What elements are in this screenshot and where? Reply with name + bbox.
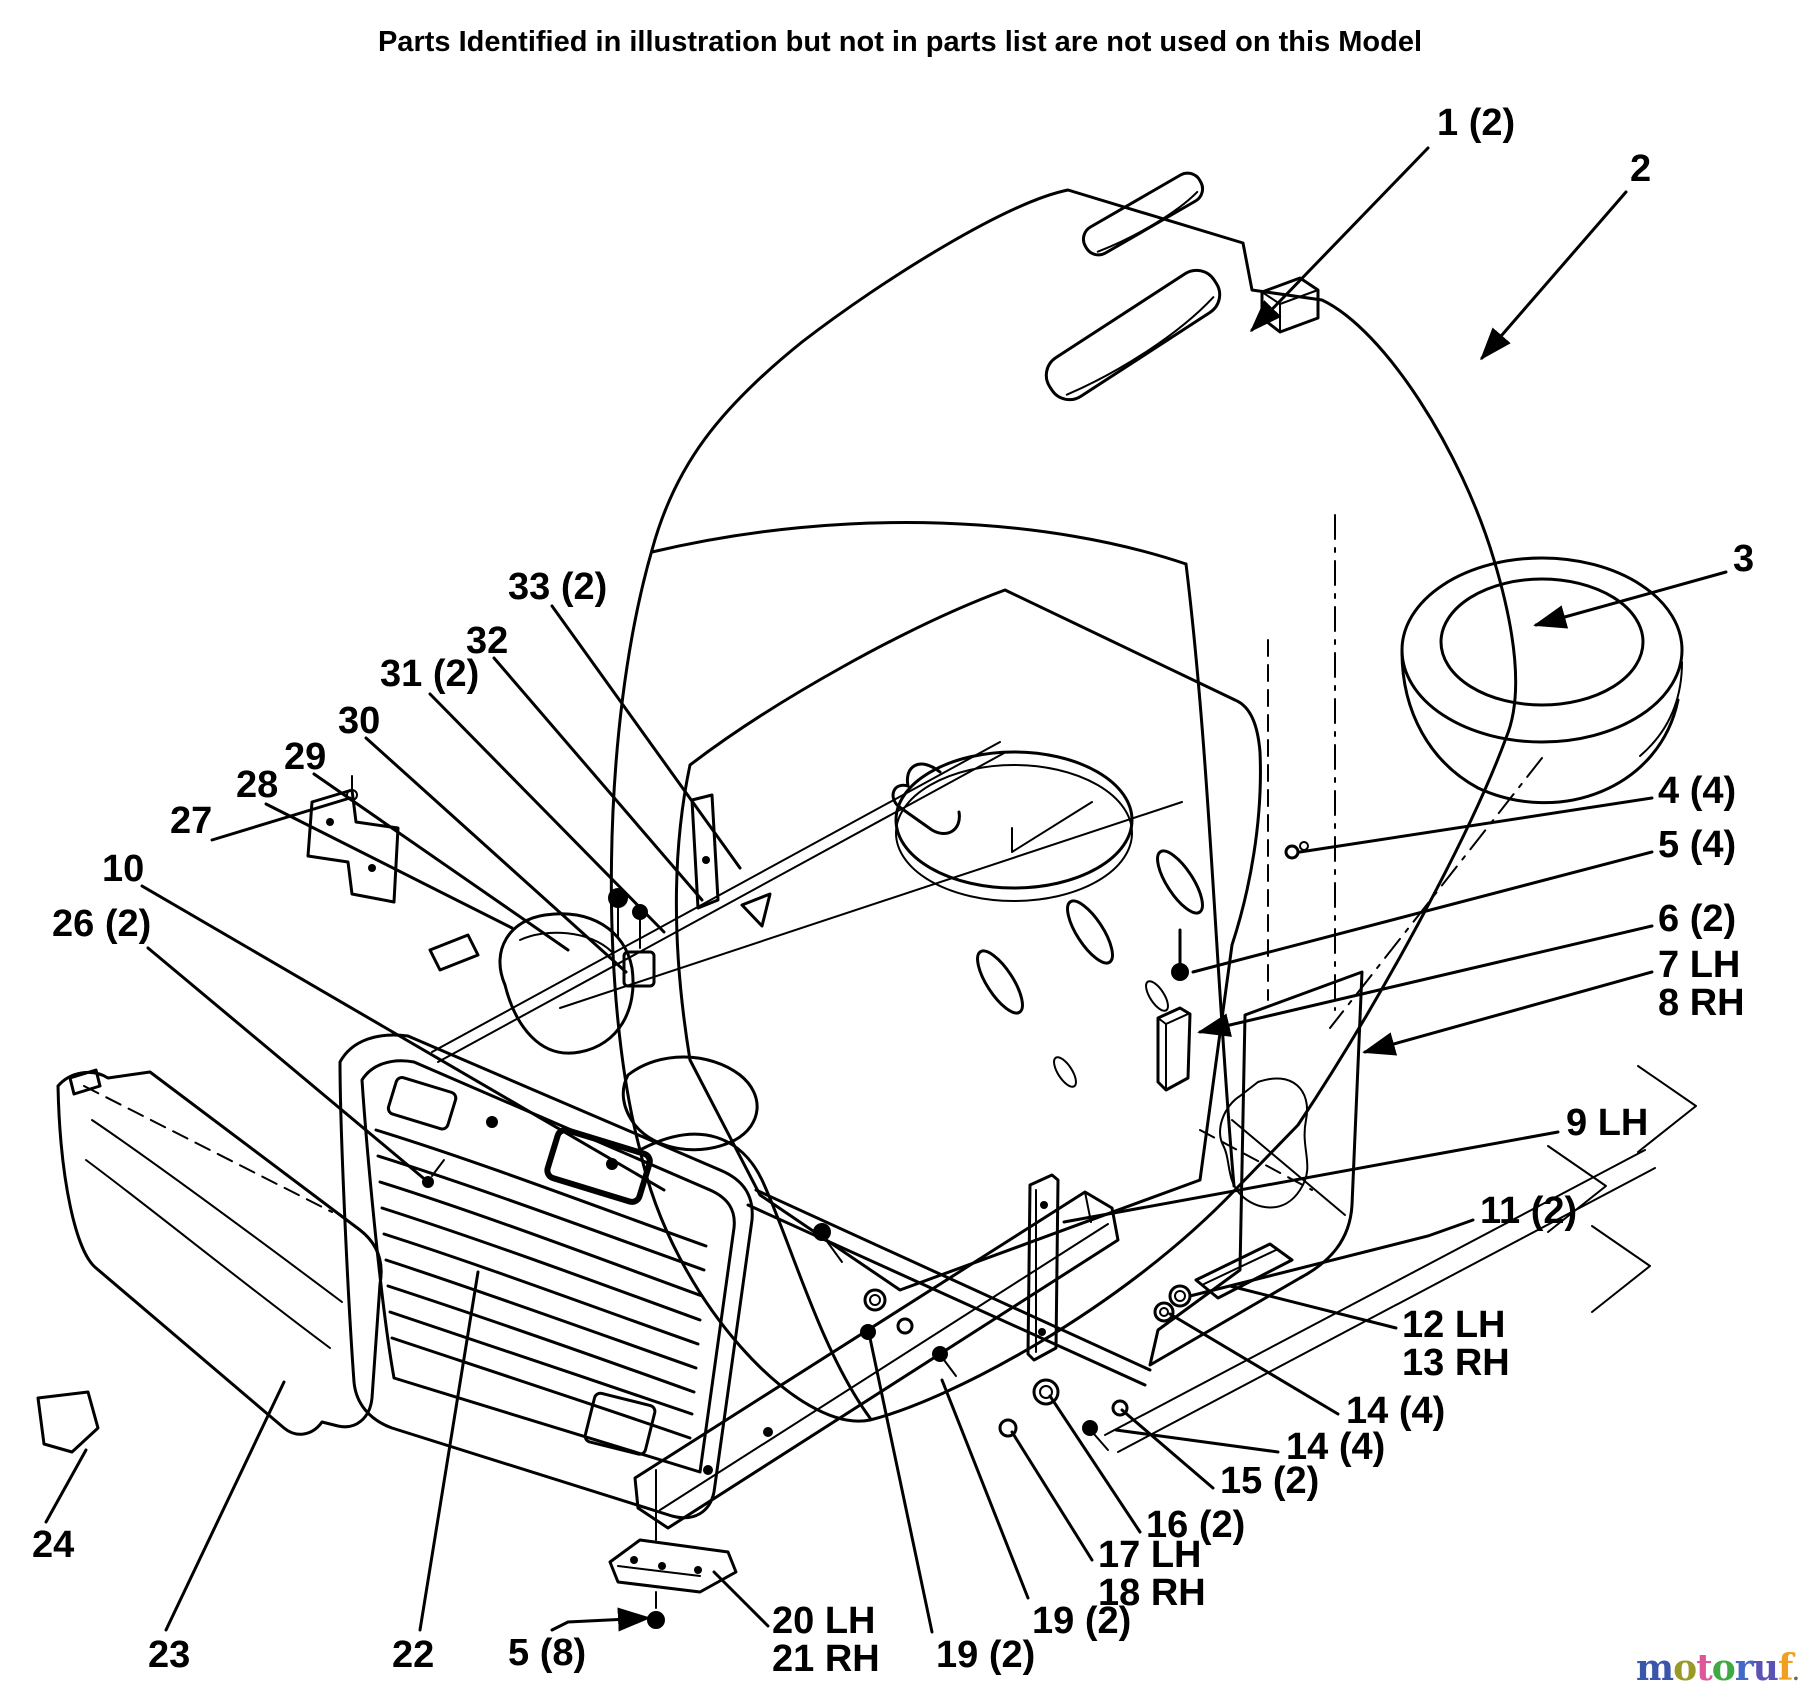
leader-line-2 [1480,190,1628,361]
leader-line-9 [1062,1130,1560,1224]
frame-lines [83,514,1697,1453]
callout-label-14b: 14 (4) [1286,1426,1386,1468]
fastener-cluster [422,841,1309,1451]
leader-line-30 [364,736,628,974]
callout-label-22: 22 [392,1634,435,1676]
badge [36,1390,100,1454]
callout-label-17: 17 LH [1098,1534,1202,1576]
callout-label-16: 16 (2) [1146,1504,1246,1546]
callout-label-15: 15 (2) [1220,1460,1320,1502]
leader-line-20 [712,1570,770,1628]
lower-hood-panel [675,588,1262,1387]
leader-line-14a [1168,1312,1340,1416]
leader-line-6 [1197,924,1654,1037]
callout-label-14a: 14 (4) [1346,1390,1446,1432]
callout-label-7: 7 LH [1658,944,1741,986]
callout-label-30: 30 [338,700,381,742]
hood-panel [609,171,1518,1423]
leader-line-28 [264,802,514,930]
leader-line-5 [1191,850,1654,974]
leader-line-22 [418,1270,480,1632]
leader-line-7 [1362,970,1654,1056]
callout-label-23: 23 [148,1634,191,1676]
callout-label-21: 21 RH [772,1638,880,1680]
leader-line-24 [44,1448,88,1524]
leader-line-14b [1114,1428,1280,1454]
leader-line-4 [1298,796,1654,854]
leader-line-5b [550,1607,651,1632]
callout-label-10: 10 [102,848,145,890]
leader-line-19b [868,1336,934,1634]
callout-label-29: 29 [284,736,327,778]
watermark-link[interactable]: motoruf.de [1636,1650,1800,1686]
leader-line-29 [312,772,570,952]
callout-label-3: 3 [1733,538,1755,580]
callout-label-19b: 19 (2) [936,1634,1036,1676]
callout-label-12: 12 LH [1402,1304,1506,1346]
lower-plate [608,1469,738,1629]
callout-label-28: 28 [236,764,279,806]
callout-label-27: 27 [170,800,213,842]
leader-line-23 [164,1380,286,1632]
leader-line-31 [428,692,666,934]
watermark-suffix: .de [1792,1661,1800,1685]
callout-label-1: 1 (2) [1437,102,1516,144]
grille [338,1033,754,1520]
bumper [56,1068,383,1436]
leader-line-27 [210,796,352,842]
callout-label-31: 31 (2) [380,653,480,695]
callout-label-18: 18 RH [1098,1572,1206,1614]
callout-label-5: 5 (4) [1658,824,1737,866]
callout-label-13: 13 RH [1402,1342,1510,1384]
callout-label-19a: 19 (2) [1032,1600,1132,1642]
support-bar [633,1190,1120,1530]
callout-label-6: 6 (2) [1658,898,1737,940]
callout-label-33: 33 (2) [508,566,608,608]
leader-line-12 [1228,1284,1398,1330]
callout-label-4: 4 (4) [1658,770,1737,812]
leader-line-10 [140,884,666,1192]
spacer-block [1156,1006,1192,1092]
leader-line-26 [146,946,430,1184]
callout-label-9: 9 LH [1566,1102,1649,1144]
callout-label-11: 11 (2) [1480,1190,1578,1232]
watermark-word: motoruf [1636,1647,1793,1689]
leader-line-3 [1533,570,1728,629]
air-cleaner-ring [1400,556,1684,805]
leader-line-15 [1120,1408,1215,1490]
leader-line-32 [492,656,704,902]
leader-line-19a [940,1378,1030,1600]
leader-line-16 [1048,1394,1142,1534]
callout-label-24: 24 [32,1524,75,1566]
callout-label-26: 26 (2) [52,903,152,945]
callout-label-20: 20 LH [772,1600,876,1642]
leader-line-11 [1188,1218,1475,1298]
leader-line-1 [1249,146,1430,333]
z-bracket [306,775,400,904]
leader-line-33 [550,604,742,870]
leader-line-17 [1010,1430,1094,1562]
page-title: Parts Identified in illustration but not… [377,26,1423,58]
callout-label-2: 2 [1630,148,1652,190]
callout-label-8: 8 RH [1658,982,1745,1024]
callout-label-32: 32 [466,620,509,662]
callout-leader-lines [44,146,1728,1634]
callout-label-5b: 5 (8) [508,1632,587,1674]
headlight-and-latch-parts [428,741,1183,1152]
